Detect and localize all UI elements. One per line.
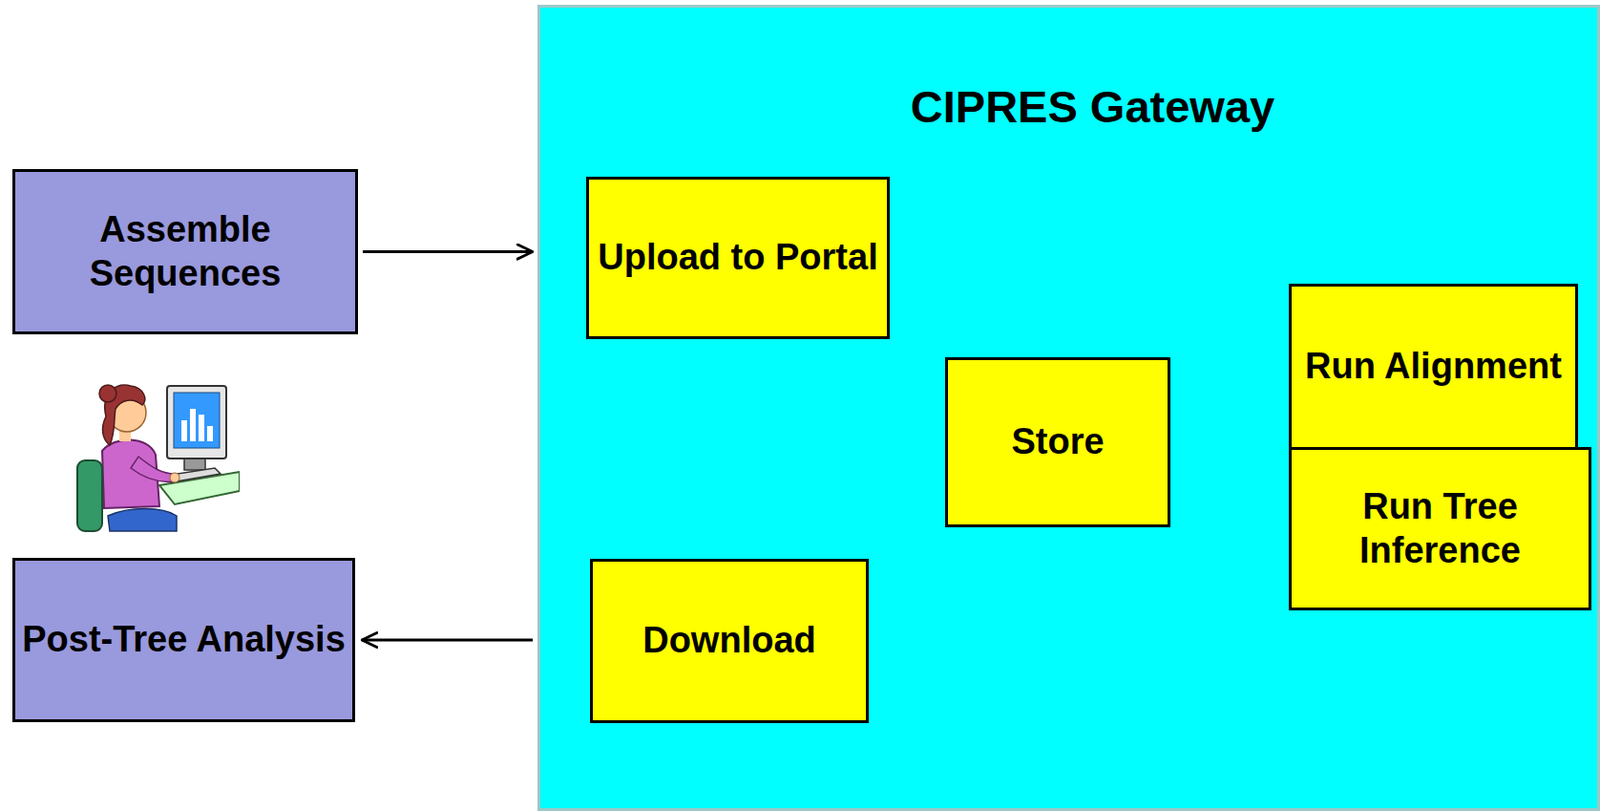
arm	[130, 456, 175, 482]
node-label: Download	[642, 618, 817, 663]
chair-back	[77, 460, 103, 531]
screen	[173, 392, 220, 448]
chart-bar	[189, 408, 196, 442]
person-illustration	[71, 372, 240, 536]
flow-arrow	[361, 638, 533, 642]
process-box: Post-Tree Analysis	[12, 557, 356, 722]
chart-bar	[181, 420, 188, 442]
node-label: Run Alignment	[1305, 344, 1562, 389]
node-label: Run Tree Inference	[1291, 484, 1589, 572]
monitor	[167, 385, 227, 459]
chart-bar	[198, 414, 205, 442]
keyboard	[165, 467, 221, 483]
hand	[169, 472, 180, 483]
hair-bun	[99, 384, 117, 402]
legs	[107, 508, 177, 532]
panel-title: CIPRES Gateway	[540, 80, 1598, 134]
process-box: Download	[589, 558, 869, 723]
process-box: Upload to Portal	[586, 176, 890, 339]
gateway-panel: CIPRES GatewayUpload to PortalStore Run A…	[537, 4, 1600, 811]
node-label: Post-Tree Analysis	[21, 617, 346, 662]
process-box: Run Alignment	[1288, 283, 1579, 450]
node-label: Assemble Sequences	[15, 208, 356, 295]
process-box: Assemble Sequences	[12, 168, 358, 335]
node-label: Upload to Portal	[597, 235, 878, 280]
chart-bar	[207, 425, 213, 442]
process-box: Store	[945, 357, 1171, 527]
process-box: Run Tree Inference	[1288, 446, 1592, 611]
flow-arrow	[362, 250, 533, 253]
node-label: Store	[1010, 420, 1104, 464]
